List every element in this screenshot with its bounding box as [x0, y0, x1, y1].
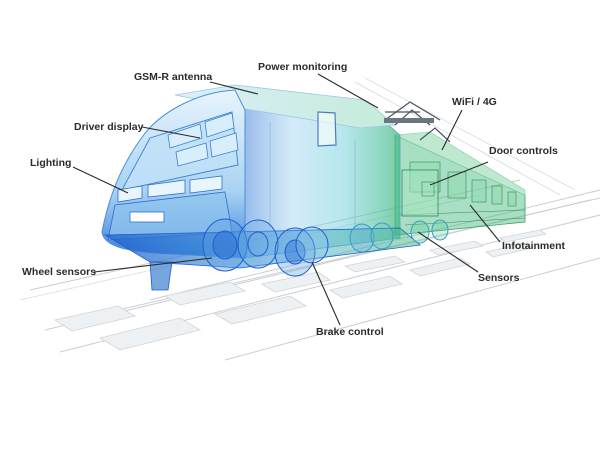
label-wheel-sensors: Wheel sensors	[22, 266, 97, 278]
label-gsm-r-antenna: GSM-R antenna	[134, 71, 213, 83]
label-brake-control: Brake control	[316, 326, 384, 338]
pantograph	[384, 101, 451, 143]
label-lighting: Lighting	[30, 157, 72, 169]
leader-sensors	[417, 231, 479, 273]
bogies-and-wheels	[202, 218, 449, 277]
leader-door-controls	[429, 161, 489, 186]
leader-wifi-4g	[441, 109, 463, 151]
label-infotainment: Infotainment	[502, 240, 565, 252]
leader-brake-control	[311, 261, 341, 326]
railway-sleepers	[53, 229, 548, 351]
label-power-monitoring: Power monitoring	[258, 61, 348, 73]
leader-infotainment	[469, 204, 501, 243]
label-sensors: Sensors	[478, 272, 520, 284]
rear-bogie	[349, 219, 449, 253]
front-bogie	[202, 218, 329, 277]
callout-leader-lines	[72, 73, 501, 326]
locomotive-body	[101, 84, 439, 291]
label-wifi-4g: WiFi / 4G	[452, 96, 497, 108]
label-door-controls: Door controls	[489, 145, 558, 157]
label-driver-display: Driver display	[74, 121, 144, 133]
leader-power-monitoring	[317, 73, 379, 109]
leader-lighting	[72, 166, 129, 194]
leader-wheel-sensors	[93, 257, 213, 273]
leader-gsm-r-antenna	[209, 81, 259, 95]
overhead-wires	[354, 77, 576, 196]
leader-driver-display	[141, 126, 201, 139]
